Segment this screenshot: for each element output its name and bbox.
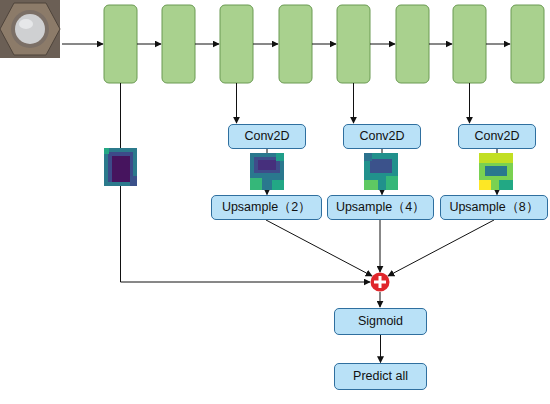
bolt-photo (0, 0, 60, 58)
heatmap-cell (104, 148, 137, 186)
sum-circle (371, 273, 390, 292)
heatmap-3 (479, 153, 513, 190)
heatmap-cell (258, 160, 276, 170)
heatmap-cell (364, 153, 398, 190)
heatmap-cell (250, 178, 262, 190)
layer-block (337, 5, 370, 83)
merge-arrow (266, 220, 372, 276)
heatmap-cell (108, 152, 133, 182)
box-label: Conv2D (359, 129, 404, 143)
conv-box: Conv2D (228, 124, 306, 149)
plus-bar (379, 276, 382, 288)
layer-block (220, 5, 253, 83)
upsample-box: Upsample（4） (327, 195, 434, 220)
layer-block (453, 5, 486, 83)
heatmap-cell (370, 159, 392, 173)
box-label: Upsample（2） (222, 200, 311, 214)
flow-connector (380, 335, 381, 363)
layer-block (396, 5, 429, 83)
flow-arrow (370, 44, 395, 45)
flow-arrows (62, 44, 510, 307)
heatmap-cell (364, 180, 378, 190)
branch-arrow (469, 83, 470, 123)
flow-arrow (62, 44, 103, 45)
flow-arrow (253, 44, 278, 45)
box-label: Conv2D (474, 129, 519, 143)
heatmap-cell (364, 153, 372, 161)
heatmap-cell (499, 180, 513, 190)
flow-arrow (312, 44, 336, 45)
box-label: Predict all (353, 369, 408, 383)
box-label: Sigmoid (358, 314, 403, 328)
merge-arrow (380, 220, 381, 272)
merge-arrow (388, 220, 494, 276)
sum-symbol (371, 273, 390, 292)
heatmap-cell (112, 156, 130, 182)
layer-block (162, 5, 195, 83)
heatmap-cell (479, 180, 491, 190)
output-box: Predict all (334, 363, 427, 390)
heatmap-cell (479, 153, 513, 190)
heatmap-cell (485, 166, 507, 176)
upsample-box: Upsample（2） (211, 195, 322, 220)
layer-block (279, 5, 312, 83)
edge-layer (267, 149, 497, 363)
flow-arrow (137, 44, 161, 45)
branch-arrow (236, 83, 237, 123)
box-label: Upsample（4） (336, 200, 425, 214)
upsample-box: Upsample（8） (440, 195, 548, 220)
layer-block (511, 5, 544, 83)
flow-arrow (486, 44, 510, 45)
heatmap-cell (386, 176, 398, 190)
bolt-highlight (19, 19, 33, 29)
heatmap-cell (272, 180, 284, 190)
heatmap-1 (250, 153, 284, 190)
backbone-blocks (104, 5, 544, 83)
heatmap-cell (479, 153, 513, 163)
heatmap-cell (104, 148, 109, 154)
conv-box: Conv2D (343, 124, 421, 149)
bolt-face (15, 14, 45, 44)
heatmap-cell (130, 176, 137, 186)
box-label: Conv2D (244, 129, 289, 143)
sum-arrow (380, 292, 381, 307)
flow-arrow (429, 44, 452, 45)
layer-block (104, 5, 137, 83)
conv-box: Conv2D (458, 124, 536, 149)
flow-arrow (195, 44, 219, 45)
bolt-rim (11, 10, 49, 48)
heatmap-left (104, 148, 137, 186)
sigmoid-box: Sigmoid (334, 308, 427, 335)
box-label: Upsample（8） (449, 200, 538, 214)
photo-background (0, 0, 60, 58)
skip-arrow (121, 83, 371, 282)
heatmap-cell (276, 153, 284, 161)
heatmap-2 (364, 153, 398, 190)
branch-arrow (353, 83, 354, 123)
nut-hexagon (0, 3, 60, 55)
heatmap-cell (250, 153, 284, 190)
